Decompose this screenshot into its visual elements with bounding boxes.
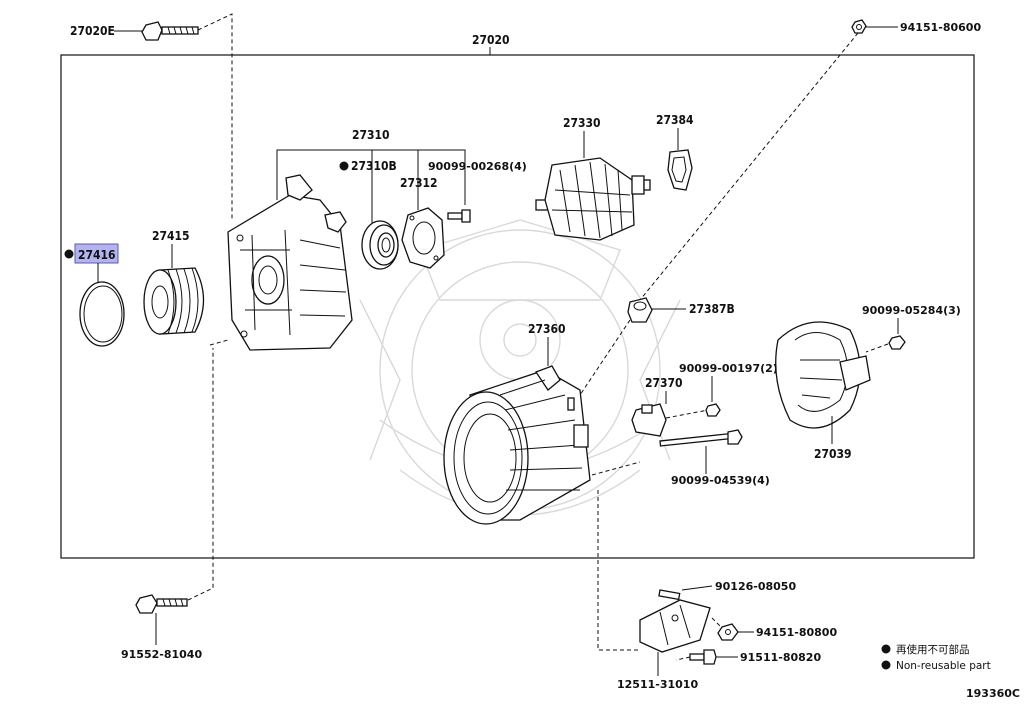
non-reusable-marker-icon xyxy=(64,249,74,259)
legend-marker-icon xyxy=(881,644,891,654)
label-nut-top-right[interactable]: 94151-80600 xyxy=(900,21,981,34)
label-rear-cover[interactable]: 27039 xyxy=(814,447,852,461)
assembly-frame xyxy=(60,54,975,559)
retainer-plate-icon xyxy=(401,207,445,269)
bearing-icon xyxy=(361,220,399,270)
stud-icon xyxy=(658,589,681,601)
pulley-icon xyxy=(143,267,205,335)
label-nut-cover[interactable]: 90099-05284(3) xyxy=(862,304,961,317)
label-brush-holder[interactable]: 27370 xyxy=(645,376,683,390)
label-stator-frame[interactable]: 27360 xyxy=(528,322,566,336)
screw-small-icon xyxy=(447,209,471,223)
non-reusable-marker-icon xyxy=(339,161,349,171)
nut-cover-icon xyxy=(888,335,906,350)
label-assembly[interactable]: 27020 xyxy=(472,33,510,47)
label-frame[interactable]: 27310 xyxy=(352,128,390,142)
label-pulley[interactable]: 27415 xyxy=(152,229,190,243)
label-bearing[interactable]: 27310B xyxy=(351,159,397,173)
label-cap[interactable]: 27387B xyxy=(689,302,735,316)
drive-end-frame-icon xyxy=(227,174,353,351)
label-screw-brush[interactable]: 90099-00197(2) xyxy=(679,362,778,375)
label-ring[interactable]: 27416 xyxy=(78,248,116,262)
label-stud[interactable]: 90126-08050 xyxy=(715,580,796,593)
ring-icon xyxy=(79,281,125,347)
bolt-bottom-left-icon xyxy=(135,594,188,614)
label-bolt-bracket[interactable]: 91511-80820 xyxy=(740,651,821,664)
label-bolt-top[interactable]: 27020E xyxy=(70,24,115,38)
legend-marker-icon xyxy=(881,660,891,670)
label-collar[interactable]: 27384 xyxy=(656,113,694,127)
bolt-top-icon xyxy=(141,21,199,41)
rotor-icon xyxy=(535,157,651,241)
figure-code: 193360C xyxy=(966,687,1020,700)
brush-holder-icon xyxy=(631,403,667,437)
label-bracket[interactable]: 12511-31010 xyxy=(617,678,698,691)
nut-top-right-icon xyxy=(851,19,867,34)
bracket-icon xyxy=(639,599,711,653)
rear-cover-icon xyxy=(775,321,871,429)
legend-line2: Non-reusable part xyxy=(896,660,991,672)
legend-line1: 再使用不可部品 xyxy=(896,643,970,656)
cap-icon xyxy=(627,297,653,323)
label-bolt-bottom-left[interactable]: 91552-81040 xyxy=(121,648,202,661)
bolt-bracket-icon xyxy=(689,649,717,665)
through-bolt-icon xyxy=(659,429,743,447)
label-highlight xyxy=(74,243,119,264)
label-through-bolt[interactable]: 90099-04539(4) xyxy=(671,474,770,487)
collar-icon xyxy=(667,149,693,191)
label-rotor[interactable]: 27330 xyxy=(563,116,601,130)
stator-frame-icon xyxy=(443,365,591,525)
label-screw-small[interactable]: 90099-00268(4) xyxy=(428,160,527,173)
label-retainer[interactable]: 27312 xyxy=(400,176,438,190)
nut-bracket-icon xyxy=(717,623,739,641)
label-nut-bracket[interactable]: 94151-80800 xyxy=(756,626,837,639)
screw-brush-icon xyxy=(705,403,721,417)
